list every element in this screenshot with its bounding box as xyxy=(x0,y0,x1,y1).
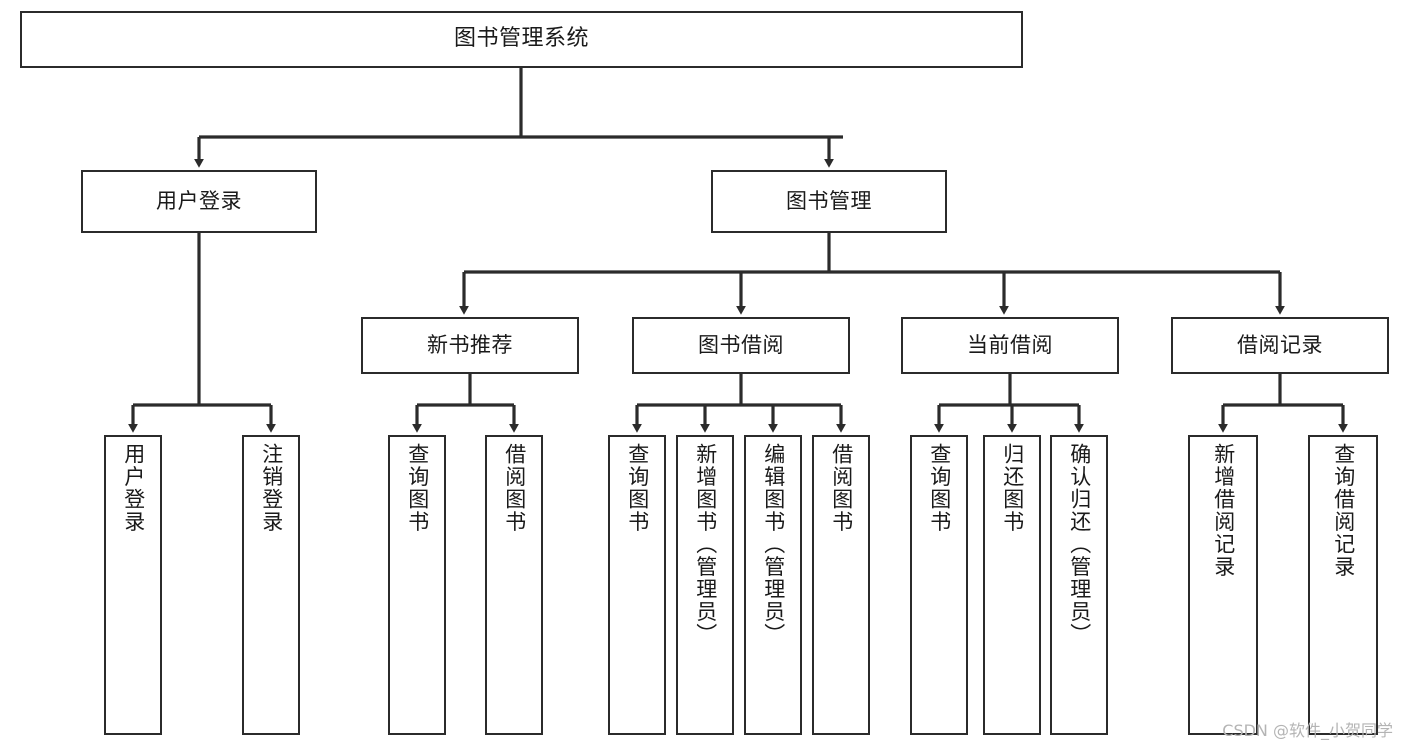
node-leaf-borrow-book-2-label: 借阅图书 xyxy=(829,443,854,533)
node-current-borrow-label: 当前借阅 xyxy=(967,332,1053,357)
node-book-borrow[interactable]: 图书借阅 xyxy=(632,317,850,374)
node-leaf-confirm-return-label: 确认归还（管理员） xyxy=(1067,443,1092,646)
node-leaf-query-book-2-label: 查询图书 xyxy=(625,443,650,533)
node-leaf-confirm-return[interactable]: 确认归还（管理员） xyxy=(1050,435,1108,735)
node-leaf-query-book-1-label: 查询图书 xyxy=(405,443,430,533)
node-leaf-user-login[interactable]: 用户登录 xyxy=(104,435,162,735)
node-leaf-query-book-3-label: 查询图书 xyxy=(927,443,952,533)
node-leaf-user-logout[interactable]: 注销登录 xyxy=(242,435,300,735)
node-book-manage-label: 图书管理 xyxy=(786,188,872,213)
node-leaf-query-record[interactable]: 查询借阅记录 xyxy=(1308,435,1378,735)
node-user-login-label: 用户登录 xyxy=(156,188,242,213)
node-leaf-return-book-label: 归还图书 xyxy=(1000,443,1025,533)
node-leaf-edit-book[interactable]: 编辑图书（管理员） xyxy=(744,435,802,735)
node-leaf-return-book[interactable]: 归还图书 xyxy=(983,435,1041,735)
node-leaf-borrow-book-1-label: 借阅图书 xyxy=(502,443,527,533)
node-leaf-borrow-book-1[interactable]: 借阅图书 xyxy=(485,435,543,735)
node-root[interactable]: 图书管理系统 xyxy=(20,11,1023,68)
watermark: CSDN @软件_小贺同学 xyxy=(1222,721,1393,740)
node-leaf-add-record-label: 新增借阅记录 xyxy=(1211,443,1236,578)
node-leaf-add-book-label: 新增图书（管理员） xyxy=(693,443,718,646)
node-leaf-query-book-1[interactable]: 查询图书 xyxy=(388,435,446,735)
node-new-book-rec[interactable]: 新书推荐 xyxy=(361,317,579,374)
node-leaf-borrow-book-2[interactable]: 借阅图书 xyxy=(812,435,870,735)
node-leaf-user-logout-label: 注销登录 xyxy=(259,443,284,533)
node-book-borrow-label: 图书借阅 xyxy=(698,332,784,357)
node-leaf-edit-book-label: 编辑图书（管理员） xyxy=(761,443,786,646)
node-current-borrow[interactable]: 当前借阅 xyxy=(901,317,1119,374)
node-leaf-add-record[interactable]: 新增借阅记录 xyxy=(1188,435,1258,735)
node-new-book-rec-label: 新书推荐 xyxy=(427,332,513,357)
node-leaf-add-book[interactable]: 新增图书（管理员） xyxy=(676,435,734,735)
node-book-manage[interactable]: 图书管理 xyxy=(711,170,947,233)
node-leaf-query-record-label: 查询借阅记录 xyxy=(1331,443,1356,578)
node-leaf-user-login-label: 用户登录 xyxy=(121,443,146,533)
node-root-label: 图书管理系统 xyxy=(453,26,589,52)
node-borrow-record-label: 借阅记录 xyxy=(1237,332,1323,357)
node-leaf-query-book-2[interactable]: 查询图书 xyxy=(608,435,666,735)
node-leaf-query-book-3[interactable]: 查询图书 xyxy=(910,435,968,735)
node-borrow-record[interactable]: 借阅记录 xyxy=(1171,317,1389,374)
node-user-login[interactable]: 用户登录 xyxy=(81,170,317,233)
